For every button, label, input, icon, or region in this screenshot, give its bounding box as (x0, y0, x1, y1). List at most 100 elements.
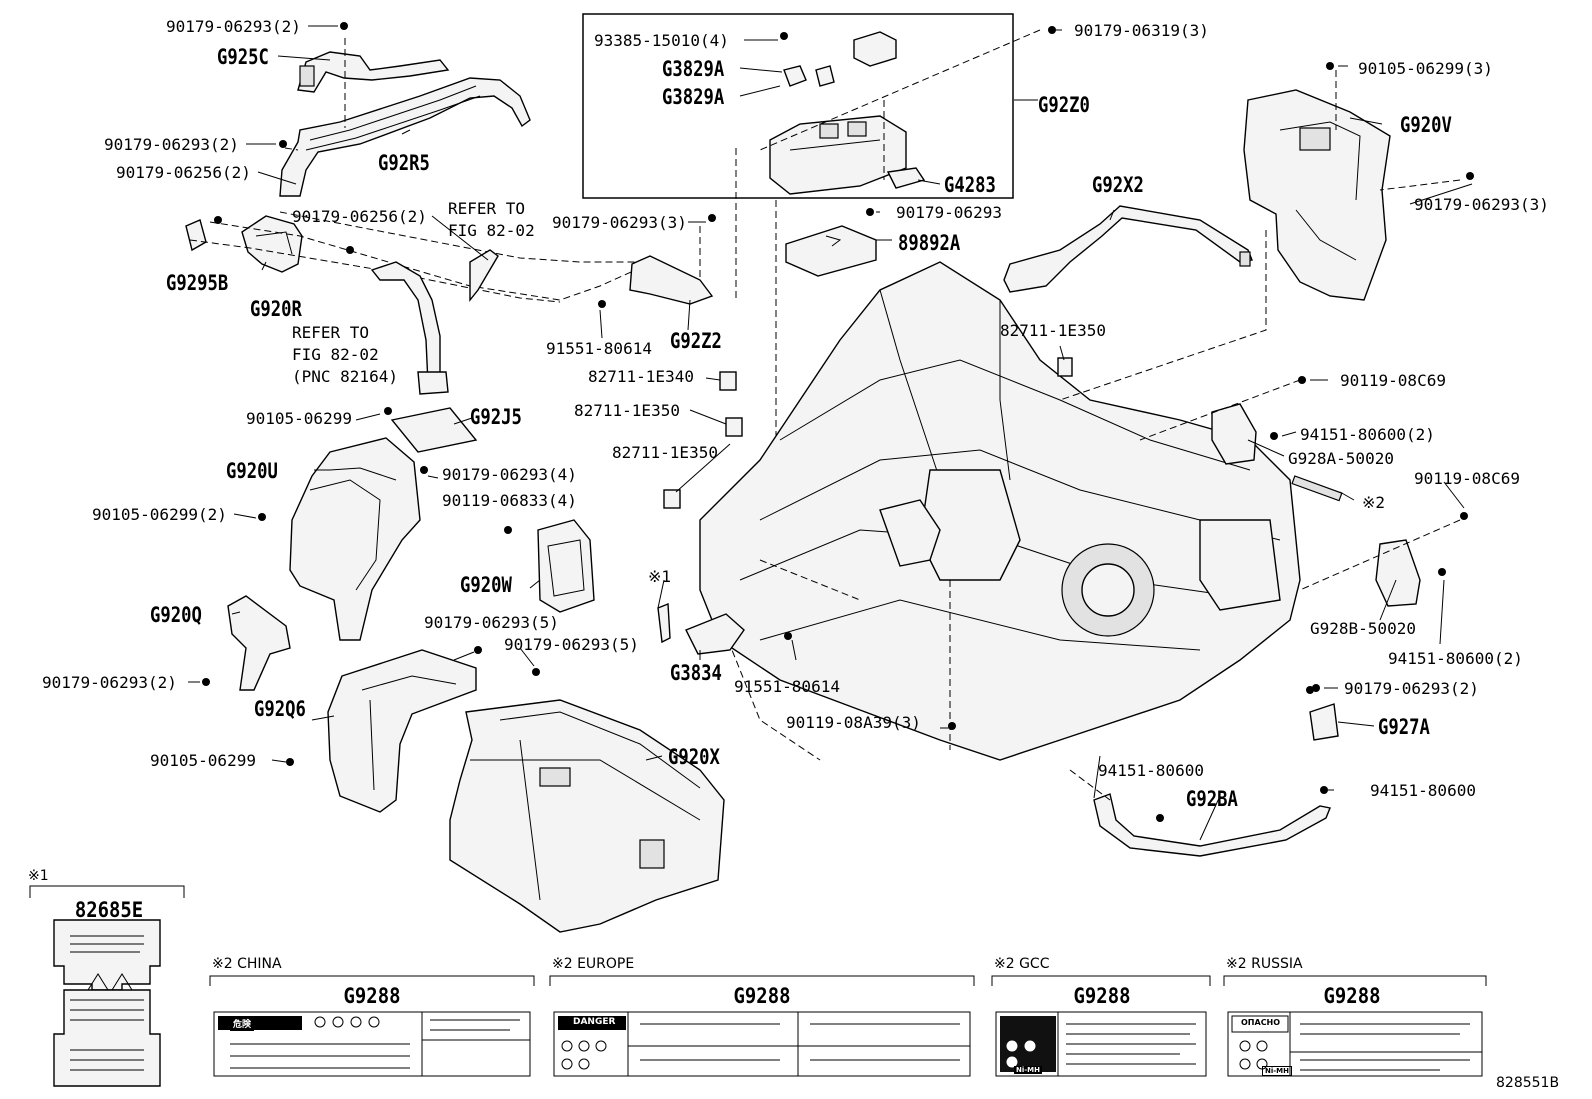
cover-g920x (449, 699, 725, 933)
callout-91551-80614: 91551-80614 (734, 677, 840, 696)
russia-panel-part: G9288 (1323, 984, 1381, 1008)
cover-g92q6 (327, 649, 477, 813)
callout-g92ba: G92BA (1186, 787, 1238, 811)
callout-90179-06293: 90179-06293(5) (424, 613, 559, 632)
callout-note-mark-2: ※2 (1362, 493, 1386, 512)
battery-frame-assembly (699, 261, 1301, 761)
callout-g920q: G920Q (150, 603, 202, 627)
europe-warning-label: DANGER (570, 1016, 619, 1028)
callout-91551-80614: 91551-80614 (546, 339, 652, 358)
cable-g92ba (1093, 793, 1331, 857)
callout-82711-1e340: 82711-1E340 (588, 367, 694, 386)
clip-82711-1e340 (719, 371, 737, 391)
callout-refer-to: REFER TO (448, 199, 526, 218)
callout-90179-06256: 90179-06256(2) (116, 163, 251, 182)
callout-90179-06319: 90179-06319(3) (1074, 21, 1209, 40)
callout-90179-06293: 90179-06293(2) (166, 17, 301, 36)
callout-g928b-50020: G928B-50020 (1310, 619, 1416, 638)
callout-note-mark-1: ※1 (648, 567, 672, 586)
pad-g92j5 (390, 407, 478, 453)
bracket-g928b (1375, 539, 1421, 607)
clip-82711-1e350-c (1057, 357, 1073, 377)
russia-warning-label: ОПАСНО (1241, 1018, 1281, 1027)
callout-g92r5: G92R5 (378, 151, 430, 175)
callout-g3829a: G3829A (662, 57, 725, 81)
diagram-id: 828551B (1496, 1075, 1560, 1091)
ecu-89892a (785, 225, 877, 277)
russia-panel-title: ※2 RUSSIA (1226, 956, 1303, 972)
callout-g927a: G927A (1378, 715, 1430, 739)
harness-g92x2 (1003, 205, 1253, 293)
callout-90179-06293: 90179-06293(2) (1344, 679, 1479, 698)
callout-g9295b: G9295B (166, 271, 229, 295)
bracket-g920v (1243, 89, 1391, 301)
europe-panel-title: ※2 EUROPE (552, 956, 635, 972)
bracket-g92z2 (629, 226, 714, 305)
callout-g920u: G920U (226, 459, 278, 483)
callout-90119-08c69: 90119-08C69 (1340, 371, 1446, 390)
bracket-g920r (185, 215, 303, 273)
callout-g928a-50020: G928A-50020 (1288, 449, 1394, 468)
callout-g920x: G920X (668, 745, 720, 769)
harness-g925c (297, 51, 450, 93)
callout-90119-08a39: 90119-08A39(3) (786, 713, 921, 732)
bracket-g928a (1211, 403, 1257, 465)
callout-90179-06293: 90179-06293(3) (1414, 195, 1549, 214)
bracket-g927a (1306, 686, 1339, 741)
gcc-panel-part: G9288 (1073, 984, 1131, 1008)
label-82685e-title: 82685E (74, 898, 144, 922)
callout-g920r: G920R (250, 297, 302, 321)
callout-g3829a: G3829A (662, 85, 725, 109)
callout-90179-06293: 90179-06293(4) (442, 465, 577, 484)
europe-panel-part: G9288 (733, 984, 791, 1008)
callout-fig-82-02: FIG 82-02 (448, 221, 535, 240)
bracket-g3834 (657, 602, 745, 655)
note-mark-1: ※1 (28, 868, 49, 884)
clip-82711-1e350-b (663, 489, 681, 509)
callout-g3834: G3834 (670, 661, 722, 685)
callout-82711-1e350: 82711-1E350 (574, 401, 680, 420)
callout-g92z2: G92Z2 (670, 329, 722, 353)
callout-90179-06293: 90179-06293(5) (504, 635, 639, 654)
china-panel-part: G9288 (343, 984, 401, 1008)
callout-94151-80600: 94151-80600 (1370, 781, 1476, 800)
callout-90179-06256: 90179-06256(2) (292, 207, 427, 226)
china-warning-label: 危険 (230, 1016, 255, 1031)
gcc-nimh-label: Ni-MH (1014, 1066, 1042, 1074)
callout-refer-to: REFER TO (292, 323, 370, 342)
callout-90179-06293: 90179-06293(2) (104, 135, 239, 154)
callout-94151-80600: 94151-80600(2) (1300, 425, 1435, 444)
russia-nimh-label: Ni-MH (1262, 1066, 1292, 1076)
callout-pnc-82164: (PNC 82164) (292, 367, 398, 386)
callout-g92j5: G92J5 (470, 405, 522, 429)
callout-94151-80600: 94151-80600 (1098, 761, 1204, 780)
callout-90179-06293: 90179-06293(3) (552, 213, 687, 232)
cover-g920u (289, 437, 421, 641)
callout-90105-06299: 90105-06299 (246, 409, 352, 428)
callout-82711-1e350: 82711-1E350 (612, 443, 718, 462)
callout-90119-06833: 90119-06833(4) (442, 491, 577, 510)
bracket-g92r5 (279, 77, 531, 197)
callout-g4283: G4283 (944, 173, 996, 197)
callout-90179-06293: 90179-06293(2) (42, 673, 177, 692)
callout-g92q6: G92Q6 (254, 697, 306, 721)
callout-g925c: G925C (217, 45, 269, 69)
cable-82164 (370, 249, 499, 395)
callout-90179-06293: 90179-06293 (896, 203, 1002, 222)
callout-g920w: G920W (460, 573, 512, 597)
callout-90105-06299: 90105-06299(3) (1358, 59, 1493, 78)
bracket-g920q (227, 595, 291, 691)
china-panel-title: ※2 CHINA (212, 956, 282, 972)
label-strip (1291, 475, 1343, 502)
callout-93385-15010: 93385-15010(4) (594, 31, 729, 50)
leader-lines (188, 25, 1473, 841)
clip-82711-1e350-a (725, 417, 743, 437)
callout-90119-08c69: 90119-08C69 (1414, 469, 1520, 488)
callout-g92z0: G92Z0 (1038, 93, 1090, 117)
gcc-panel-title: ※2 GCC (994, 956, 1050, 972)
callout-94151-80600: 94151-80600(2) (1388, 649, 1523, 668)
relay-group-frame (582, 13, 1014, 199)
callout-90105-06299: 90105-06299(2) (92, 505, 227, 524)
